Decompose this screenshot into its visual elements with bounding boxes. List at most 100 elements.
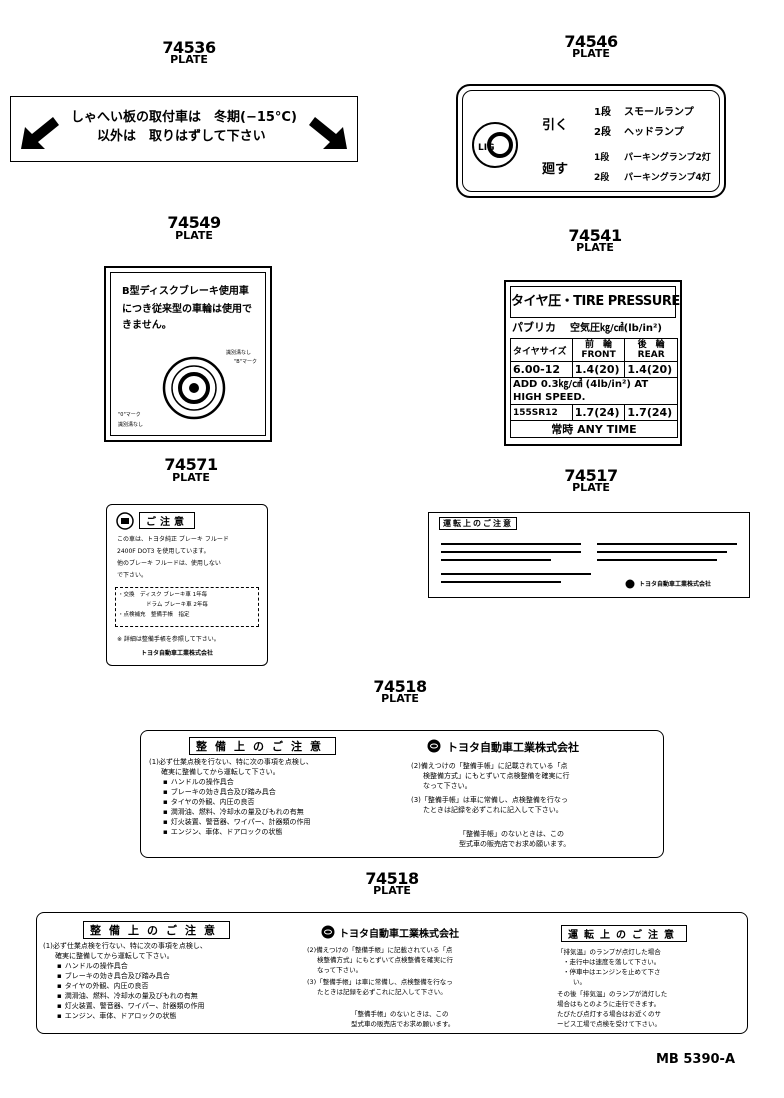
checklist: ハンドルの操作具合 ブレーキの効き具合及び踏み具合 タイヤの外観、内圧の良否 潤… bbox=[55, 961, 205, 1021]
plate-74536: しゃへい板の取付車は 冬期(−15°C) 以外は 取りはずして下さい bbox=[10, 96, 358, 162]
step-text: パーキングランプ4灯 bbox=[624, 173, 711, 183]
plate-text: (1)必ず仕業点検を行ない、特に次の事項を点検し、 bbox=[43, 942, 207, 950]
toyota-logo-icon bbox=[427, 739, 441, 753]
toyota-logo-icon bbox=[321, 925, 335, 939]
part-number-74518: 74518 bbox=[365, 869, 419, 888]
list-item: 潤滑油、燃料、冷却水の量及びもれの有無 bbox=[65, 991, 205, 1001]
arrow-down-right-icon bbox=[309, 117, 347, 149]
plate-text: (2)備えつけの「整備手帳」に記載されている「点 bbox=[307, 946, 453, 954]
plate-text: ・停車中はエンジンを止めて下さ bbox=[563, 968, 661, 976]
plate-text-line3: きません。 bbox=[122, 320, 172, 331]
rear-pressure: 1.4(20) bbox=[624, 361, 678, 378]
list-item: 灯火装置、警音器、ワイパー、計器類の作用 bbox=[65, 1001, 205, 1011]
plate-text: 検整備方式」にもとずいて点検整備を確実に行 bbox=[423, 772, 570, 780]
arrow-down-left-icon bbox=[21, 117, 59, 149]
rear-pressure: 1.7(24) bbox=[624, 404, 678, 421]
part-name: PLATE bbox=[172, 471, 210, 484]
step-text: ヘッドランプ bbox=[624, 127, 684, 138]
plate-74549: B型ディスクブレーキ使用車 につき従来型の車輪は使用で きません。 識別溝なし … bbox=[104, 266, 272, 442]
list-item: ブレーキの効き具合及び踏み具合 bbox=[65, 971, 205, 981]
plate-text: たときは記録を必ずこれに記入して下さい。 bbox=[317, 988, 447, 996]
plate-text: (1)必ず仕業点検を行ない、特に次の事項を点検し、 bbox=[149, 758, 313, 766]
plate-text: 「整備手帳」のないときは、この bbox=[351, 1010, 449, 1018]
plate-text: その後「排気温」のランプが消灯した bbox=[557, 990, 668, 998]
list-item: タイヤの外観、内圧の良否 bbox=[171, 797, 311, 807]
list-item: ハンドルの操作具合 bbox=[171, 777, 311, 787]
pressure-label: 空気圧㎏/㎠(lb/in²) bbox=[570, 323, 662, 334]
plate-text: 確実に整備してから運転して下さい。 bbox=[55, 952, 174, 960]
part-number-74571: 74571 bbox=[164, 455, 218, 474]
plate-text: 検整備方式」にもとずいて点検整備を確実に行 bbox=[317, 956, 453, 964]
wheel-note: "B"マーク bbox=[234, 359, 258, 365]
plate-text: ・走行中は速度を落して下さい。 bbox=[563, 958, 661, 966]
part-number-74549: 74549 bbox=[167, 213, 221, 232]
plate-text: 他のブレーキ フルードは、使用しない bbox=[117, 560, 221, 567]
front-pressure: 1.7(24) bbox=[571, 404, 626, 421]
part-name: PLATE bbox=[572, 47, 610, 60]
driving-caution-title: 運転上のご注意 bbox=[561, 925, 687, 942]
step-label: 1段 bbox=[594, 153, 610, 163]
list-item: ブレーキの効き具合及び踏み具合 bbox=[171, 787, 311, 797]
plate-text: たびたび点灯する場合はお近くのサ bbox=[557, 1010, 661, 1018]
maker-name: トヨタ自動車工業株式会社 bbox=[141, 650, 214, 657]
model-label: パブリカ bbox=[512, 321, 556, 334]
part-name: PLATE bbox=[373, 884, 411, 897]
light-switch-knob-icon: LIG bbox=[472, 122, 518, 168]
plate-text: い。 bbox=[573, 978, 586, 986]
plate-text-line2: 以外は 取りはずして下さい bbox=[97, 129, 266, 144]
part-name: PLATE bbox=[576, 241, 614, 254]
wheel-icon bbox=[162, 356, 226, 420]
plate-text-line1: B型ディスクブレーキ使用車 bbox=[122, 286, 249, 297]
plate-74541: タイヤ圧・TIRE PRESSURE パブリカ 空気圧㎏/㎠(lb/in²) タ… bbox=[504, 280, 682, 446]
caution-icon bbox=[116, 512, 134, 530]
part-name: PLATE bbox=[170, 53, 208, 66]
turn-label: 廻す bbox=[542, 162, 569, 177]
wheel-note: 識別溝なし bbox=[226, 350, 252, 356]
part-number-74517: 74517 bbox=[564, 466, 618, 485]
plate-text: なって下さい。 bbox=[423, 782, 472, 790]
plate-text: 「整備手帳」のないときは、この bbox=[459, 830, 564, 838]
interval-box: ・交換 ディスク ブレーキ車 1年毎 ドラム ブレーキ車 2年毎 ・点検補充 整… bbox=[115, 587, 259, 627]
plate-text: ※ 詳細は整備手帳を参照して下さい。 bbox=[117, 636, 220, 643]
plate-74517: 運転上のご注意 トヨタ自動車工業株式会社 bbox=[428, 512, 750, 598]
front-pressure: 1.4(20) bbox=[571, 361, 626, 378]
tire-size: 155SR12 bbox=[510, 404, 573, 421]
part-number-74536: 74536 bbox=[162, 38, 216, 57]
toyota-logo-icon bbox=[625, 579, 635, 589]
checklist: ハンドルの操作具合 ブレーキの効き具合及び踏み具合 タイヤの外観、内圧の良否 潤… bbox=[161, 777, 311, 837]
plate-74571: ご注意 この車は、トヨタ純正 ブレーキ フルード 2400F DOT3 を使用し… bbox=[106, 504, 268, 666]
wheel-note: 識別溝なし bbox=[118, 422, 144, 428]
plate-text: 型式車の販売店でお求め願います。 bbox=[459, 840, 571, 848]
list-item: エンジン、車体、ドアロックの状態 bbox=[65, 1011, 205, 1021]
list-item: タイヤの外観、内圧の良否 bbox=[65, 981, 205, 991]
plate-text-line1: しゃへい板の取付車は 冬期(−15°C) bbox=[71, 110, 297, 125]
step-label: 2段 bbox=[594, 173, 610, 183]
step-label: 1段 bbox=[594, 107, 611, 118]
maintenance-title: 整備上のご注意 bbox=[83, 921, 230, 939]
part-name: PLATE bbox=[572, 481, 610, 494]
plate-text: 確実に整備してから運転して下さい。 bbox=[161, 768, 280, 776]
plate-74518-top: 整備上のご注意 トヨタ自動車工業株式会社 (1)必ず仕業点検を行ない、特に次の事… bbox=[140, 730, 664, 858]
tire-size: 6.00-12 bbox=[510, 361, 573, 378]
plate-text: この車は、トヨタ純正 ブレーキ フルード bbox=[117, 536, 229, 543]
plate-text: (2)備えつけの「整備手帳」に記載されている「点 bbox=[411, 762, 568, 770]
step-text: スモールランプ bbox=[624, 107, 694, 118]
part-number-74546: 74546 bbox=[564, 32, 618, 51]
tire-pressure-title: タイヤ圧・TIRE PRESSURE bbox=[510, 286, 680, 318]
diagram-code: MB 5390-A bbox=[656, 1052, 736, 1067]
pull-label: 引く bbox=[542, 118, 569, 133]
maker-name: トヨタ自動車工業株式会社 bbox=[447, 741, 579, 754]
part-name: PLATE bbox=[175, 229, 213, 242]
list-item: エンジン、車体、ドアロックの状態 bbox=[171, 827, 311, 837]
maker-name: トヨタ自動車工業株式会社 bbox=[639, 581, 712, 588]
plate-text: 「排気温」のランプが点灯した場合 bbox=[557, 948, 661, 956]
part-number-74541: 74541 bbox=[568, 226, 622, 245]
plate-text: たときは記録を必ずこれに記入して下さい。 bbox=[423, 806, 563, 814]
plate-text: (3)「整備手帳」は車に常備し、点検整備を行なっ bbox=[307, 978, 453, 986]
plate-text-line2: につき従来型の車輪は使用で bbox=[122, 304, 252, 315]
caution-title: ご注意 bbox=[139, 512, 195, 529]
plate-text: なって下さい。 bbox=[317, 966, 363, 974]
